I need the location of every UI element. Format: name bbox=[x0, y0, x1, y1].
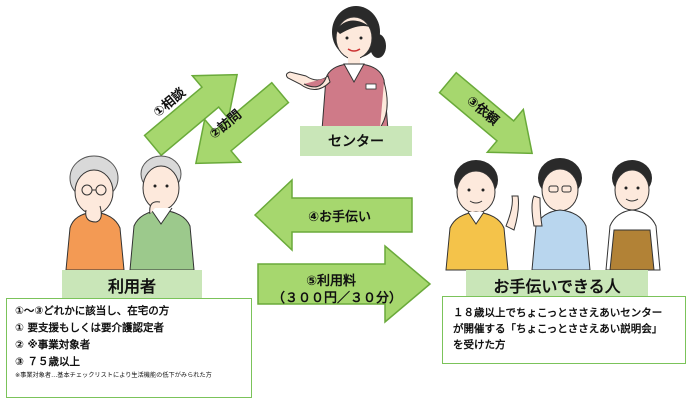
center-label: センター bbox=[328, 134, 384, 150]
user-conditions-line3: ② ※事業対象者 bbox=[15, 339, 91, 351]
helpers-label: お手伝いできる人 bbox=[493, 277, 621, 296]
user-conditions-footnote: ※事業対象者…基本チェックリストにより生活機能の低下がみられた方 bbox=[15, 372, 212, 379]
user-conditions-line2: ① 要支援もしくは要介護認定者 bbox=[15, 322, 165, 334]
helper-woman-figure bbox=[531, 158, 591, 271]
fee-label: ⑤利用料 bbox=[306, 274, 357, 289]
user-conditions-line1: ①～③どれかに該当し、在宅の方 bbox=[15, 305, 170, 317]
user-conditions-box: ①～③どれかに該当し、在宅の方 ① 要支援もしくは要介護認定者 ② ※事業対象者… bbox=[6, 298, 252, 398]
helper-conditions-box: １８歳以上でちょこっとささえあいセンター が開催する「ちょこっとささえあい説明会… bbox=[442, 296, 686, 364]
elderly-man-figure bbox=[129, 155, 195, 271]
helpers-label-box: お手伝いできる人 bbox=[466, 270, 648, 300]
helper-man-figure bbox=[445, 160, 519, 271]
center-staff-figure bbox=[285, 6, 389, 131]
helper-conditions-line3: を受けた方 bbox=[453, 339, 506, 351]
consult-arrow bbox=[143, 73, 239, 157]
users-label: 利用者 bbox=[107, 277, 156, 296]
helper-conditions-line1: １８歳以上でちょこっとささえあいセンター bbox=[453, 307, 663, 319]
help-label: ④お手伝い bbox=[308, 210, 372, 225]
users-label-box: 利用者 bbox=[62, 270, 202, 300]
help-arrow bbox=[253, 178, 413, 252]
helper-apron-woman-figure bbox=[605, 160, 661, 271]
helper-conditions-line2: が開催する「ちょこっとささえあい説明会」 bbox=[453, 323, 663, 335]
fee-arrow bbox=[257, 244, 432, 324]
fee-amount-label: （３００円／３０分） bbox=[272, 291, 403, 306]
user-conditions-line4: ③ ７５歳以上 bbox=[15, 356, 81, 368]
center-label-box: センター bbox=[300, 126, 412, 156]
elderly-woman-figure bbox=[65, 155, 125, 271]
request-arrow bbox=[438, 71, 534, 155]
visit-arrow bbox=[194, 81, 290, 165]
